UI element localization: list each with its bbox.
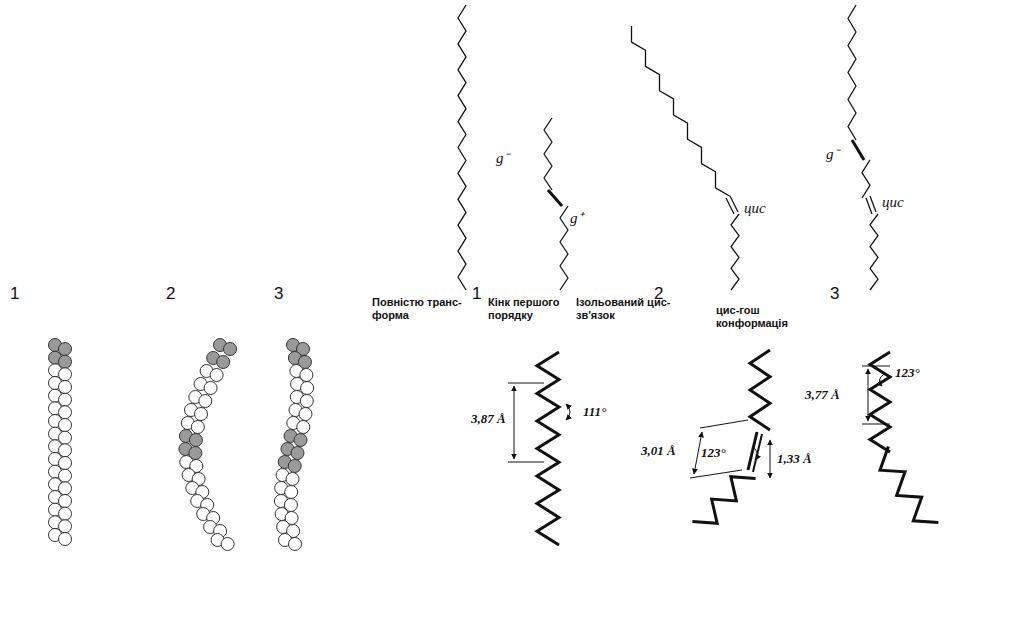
atom-circle	[291, 447, 304, 460]
chain-line	[544, 118, 552, 190]
dimension-label: 1,33 Å	[776, 452, 813, 467]
atom-circle	[217, 356, 230, 369]
conformation-caption: Повністю транс-форма	[372, 296, 484, 321]
atom-circle	[301, 382, 314, 395]
atom-circle	[195, 408, 208, 421]
chain-line	[537, 352, 559, 545]
dimension-label: 3,87 Å	[470, 412, 507, 427]
atom-circle	[221, 538, 234, 551]
conformation-caption: Ізольований цис-зв'язок	[576, 296, 686, 321]
chain-line	[560, 206, 568, 290]
callout-number: 3	[274, 284, 283, 304]
bond-label: g⁻	[826, 146, 839, 163]
bond-label: цис	[744, 200, 766, 217]
chain-line	[730, 196, 738, 212]
chain-line	[848, 5, 856, 140]
conformation-caption: Кінк першого порядку	[488, 296, 570, 321]
conformation-caption: цис-гош конформація	[716, 304, 800, 329]
atom-circle	[288, 460, 301, 473]
chain-line	[862, 160, 870, 198]
chain-line	[753, 434, 762, 472]
atom-circle	[289, 538, 302, 551]
dimension-label: 123°	[700, 446, 727, 461]
chain-line	[870, 214, 878, 290]
chain-line	[731, 214, 739, 290]
atom-circle	[285, 486, 298, 499]
chain-line	[880, 447, 938, 523]
chain-line	[692, 477, 755, 524]
chain-line	[548, 190, 562, 206]
atom-circle	[224, 343, 237, 356]
atom-circle	[300, 395, 313, 408]
dimension-label: 123°	[894, 366, 921, 381]
bond-label: цис	[882, 194, 904, 211]
dimension-label: 111°	[582, 405, 607, 420]
atom-circle	[191, 421, 204, 434]
bond-label: g⁻	[496, 150, 509, 167]
chain-line	[632, 26, 730, 196]
callout-number: 2	[166, 284, 175, 304]
callout-number: 3	[830, 284, 839, 304]
atom-circle	[297, 421, 310, 434]
atom-circle	[189, 434, 202, 447]
atom-circle	[294, 434, 307, 447]
atom-circle	[210, 369, 223, 382]
dimension-label: 3,77 Å	[804, 388, 841, 403]
atom-circle	[204, 382, 217, 395]
bond-label: g⁺	[570, 210, 583, 227]
atom-circle	[199, 395, 212, 408]
chain-line	[852, 140, 864, 160]
chain-line	[750, 350, 770, 430]
callout-number: 2	[654, 284, 663, 304]
chain-line	[870, 352, 890, 452]
chain-line	[870, 196, 876, 212]
atom-circle	[59, 533, 72, 546]
atom-circle	[299, 408, 312, 421]
callout-number: 1	[472, 284, 481, 304]
callout-number: 1	[10, 284, 19, 304]
dimension-label: 3,01 Å	[640, 444, 677, 459]
atom-circle	[286, 473, 299, 486]
chain-line	[458, 5, 466, 290]
